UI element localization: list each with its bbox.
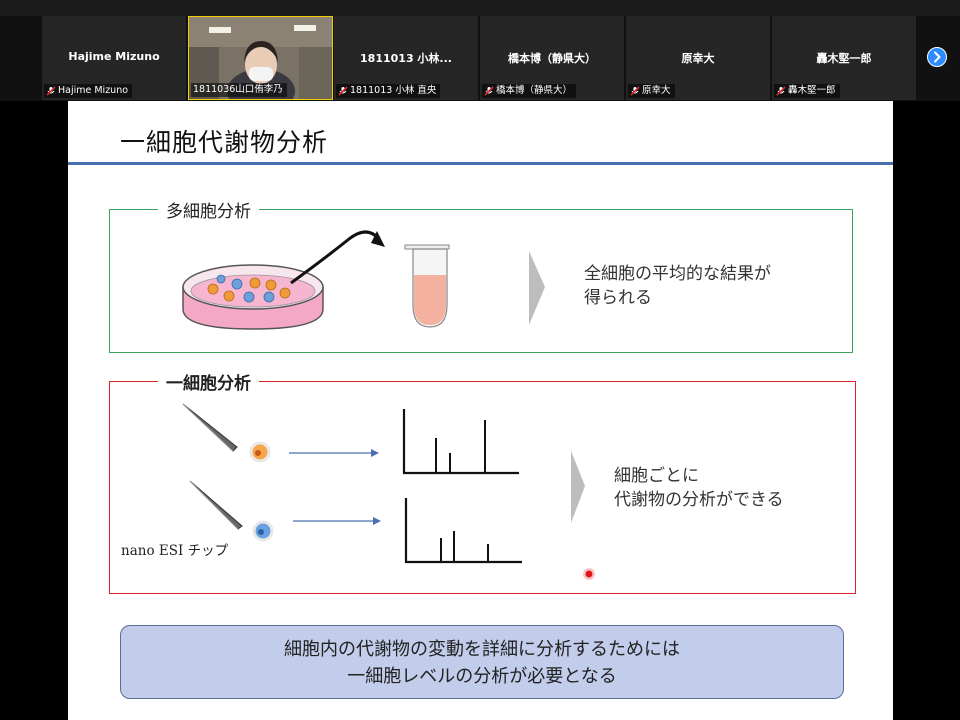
result-line: 全細胞の平均的な結果が: [584, 264, 771, 284]
participant-tile[interactable]: 原幸大 原幸大: [626, 16, 770, 100]
participant-tile[interactable]: 橋本博（静県大） 橋本博（静県大）: [480, 16, 624, 100]
participant-label-text: 橋本博（静県大）: [496, 85, 573, 96]
participant-label-text: 原幸大: [642, 85, 671, 96]
laser-pointer: [583, 568, 595, 580]
multicell-section: 多細胞分析: [109, 197, 853, 353]
nano-esi-chip-label: nano ESI チップ: [121, 543, 229, 559]
muted-mic-icon: [776, 86, 786, 96]
conclusion-line: 一細胞レベルの分析が必要となる: [347, 666, 617, 687]
next-participants-button[interactable]: [927, 47, 947, 67]
result-line: 細胞ごとに: [614, 466, 699, 486]
cell-blue-icon: [252, 520, 274, 542]
participant-name: 原幸大: [681, 52, 715, 65]
conclusion-line: 細胞内の代謝物の変動を詳細に分析するためには: [284, 639, 680, 660]
result-line: 得られる: [584, 288, 652, 308]
mass-spectrum-1: [402, 409, 519, 475]
chevron-right-icon: [934, 51, 941, 63]
single-cell-illustration: [182, 403, 595, 580]
muted-mic-icon: [46, 86, 56, 96]
video-feed: [189, 17, 332, 99]
tube-icon: [404, 244, 450, 328]
result-line: 代謝物の分析ができる: [614, 490, 784, 510]
result-chevron: [529, 251, 545, 325]
nano-esi-tip-icon: [189, 480, 243, 530]
participant-label-text: 轟木堅一郎: [788, 85, 836, 96]
result-chevron: [571, 451, 585, 523]
participant-label: 1811036山口侑李乃: [191, 83, 287, 97]
participant-label: 轟木堅一郎: [774, 84, 840, 98]
participant-name: 橋本博（静県大）: [508, 52, 596, 65]
cell-orange-icon: [249, 441, 271, 463]
shared-slide: 一細胞代謝物分析 多細胞分析: [68, 101, 893, 720]
mass-spectrum-2: [404, 498, 522, 564]
participant-strip: Hajime Mizuno Hajime Mizuno 1811036山口侑李乃…: [0, 0, 960, 101]
petri-dish-icon: [182, 264, 324, 330]
participant-label-text: 1811036山口侑李乃: [193, 84, 283, 95]
participant-tile[interactable]: 轟木堅一郎 轟木堅一郎: [772, 16, 916, 100]
analysis-arrow: [289, 449, 379, 457]
multicell-label: 多細胞分析: [158, 197, 259, 222]
participant-tile[interactable]: 1811013 小林... 1811013 小林 直央: [334, 16, 478, 100]
participant-name: 轟木堅一郎: [816, 52, 872, 65]
participant-name: Hajime Mizuno: [68, 50, 160, 63]
muted-mic-icon: [484, 86, 494, 96]
conclusion-box: 細胞内の代謝物の変動を詳細に分析するためには 一細胞レベルの分析が必要となる: [120, 625, 844, 699]
participant-label-text: Hajime Mizuno: [58, 85, 129, 96]
nano-esi-tip-icon: [182, 403, 238, 452]
single-cell-section: 一細胞分析: [109, 369, 856, 594]
single-cell-result: 細胞ごとに 代謝物の分析ができる: [614, 464, 784, 512]
participant-label: 原幸大: [628, 84, 675, 98]
transfer-arrow: [290, 230, 381, 285]
multicell-illustration: [182, 230, 545, 330]
transfer-arrowhead: [371, 231, 385, 247]
participant-label-text: 1811013 小林 直央: [350, 85, 437, 96]
participant-tile[interactable]: Hajime Mizuno Hajime Mizuno: [42, 16, 186, 100]
analysis-arrow: [293, 517, 381, 525]
slide-title: 一細胞代謝物分析: [120, 128, 329, 157]
single-cell-label: 一細胞分析: [158, 369, 259, 394]
muted-mic-icon: [630, 86, 640, 96]
participant-video-tile[interactable]: 1811036山口侑李乃: [188, 16, 333, 100]
title-rule: [68, 162, 893, 165]
muted-mic-icon: [338, 86, 348, 96]
multicell-result: 全細胞の平均的な結果が 得られる: [584, 262, 771, 310]
participant-label: 橋本博（静県大）: [482, 84, 577, 98]
participant-label: Hajime Mizuno: [44, 84, 133, 98]
participant-label: 1811013 小林 直央: [336, 84, 441, 98]
participant-name: 1811013 小林...: [360, 52, 452, 65]
